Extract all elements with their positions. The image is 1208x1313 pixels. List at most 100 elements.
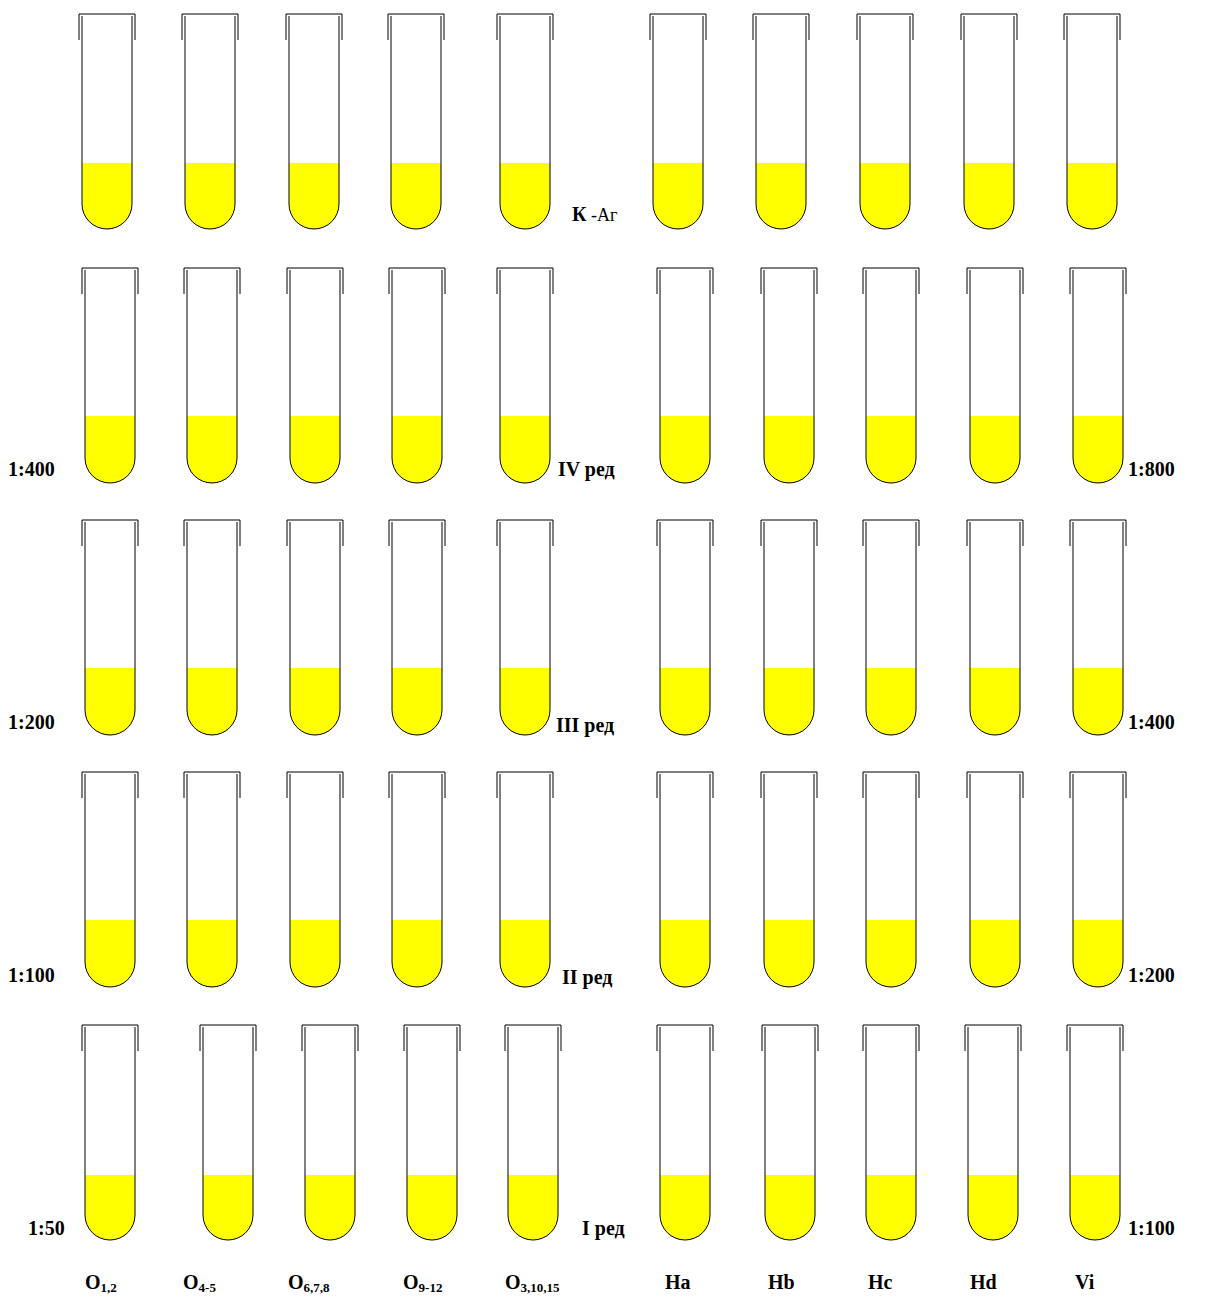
tube-outline [866, 774, 916, 987]
tube-outline [970, 774, 1020, 987]
antigen-mark: К [572, 204, 587, 224]
test-tube [505, 1025, 561, 1240]
tube-liquid [756, 163, 806, 229]
tube-outline [500, 270, 550, 483]
tube-liquid [1073, 416, 1123, 483]
test-tube [657, 268, 713, 483]
tube-rim [1070, 268, 1126, 294]
tube-rim [505, 1025, 561, 1051]
tube-outline [968, 1027, 1018, 1240]
tube-liquid [970, 668, 1020, 735]
tube-outline [860, 16, 910, 229]
test-tube [389, 268, 445, 483]
tube-outline [290, 774, 340, 987]
tube-liquid [508, 1175, 558, 1240]
test-tube [82, 520, 138, 735]
test-tube [497, 772, 553, 987]
tube-liquid [407, 1175, 457, 1240]
tube-liquid [500, 668, 550, 735]
tube-liquid [203, 1175, 253, 1240]
tube-liquid [866, 920, 916, 987]
tube-outline [970, 522, 1020, 735]
tube-liquid [860, 163, 910, 229]
test-tube [761, 268, 817, 483]
tube-rim [286, 14, 342, 40]
test-tube [286, 14, 342, 229]
tube-rim [863, 268, 919, 294]
row-label: III ред [556, 715, 614, 735]
test-tube [287, 268, 343, 483]
test-tube [657, 520, 713, 735]
test-tube [388, 14, 444, 229]
tube-rim [497, 520, 553, 546]
antigen-label: O4-5 [183, 1272, 216, 1294]
tube-rim [1067, 1025, 1123, 1051]
dilution-label: 1:200 [1128, 965, 1175, 985]
tube-liquid [290, 920, 340, 987]
tube-outline [764, 522, 814, 735]
tube-rim [1070, 772, 1126, 798]
tube-liquid [392, 920, 442, 987]
tube-liquid [85, 920, 135, 987]
test-tube [389, 772, 445, 987]
tube-outline [187, 270, 237, 483]
tube-liquid [764, 416, 814, 483]
tube-outline [964, 16, 1014, 229]
tube-rim [497, 772, 553, 798]
test-tube [184, 520, 240, 735]
tube-rim [965, 1025, 1021, 1051]
tube-rim [184, 520, 240, 546]
tube-liquid [500, 163, 550, 229]
tube-liquid [866, 416, 916, 483]
tube-rim [1070, 520, 1126, 546]
dilution-label: 1:100 [1128, 1218, 1175, 1238]
tube-outline [290, 522, 340, 735]
tube-outline [866, 1027, 916, 1240]
tube-outline [866, 270, 916, 483]
test-tube [857, 14, 913, 229]
tube-liquid [185, 163, 235, 229]
tube-rim [287, 772, 343, 798]
tube-outline [1070, 1027, 1120, 1240]
tube-rim [79, 14, 135, 40]
tube-rim [200, 1025, 256, 1051]
antigen-label: Ha [665, 1272, 691, 1292]
dilution-label: 1:800 [1128, 459, 1175, 479]
antigen-label: O1,2 [85, 1272, 117, 1294]
tube-rim [863, 772, 919, 798]
tube-outline [392, 522, 442, 735]
tube-rim [857, 14, 913, 40]
test-tube [1070, 520, 1126, 735]
test-tube [863, 268, 919, 483]
tube-rim [497, 14, 553, 40]
tube-rim [1064, 14, 1120, 40]
tube-outline [1067, 16, 1117, 229]
row-label: I ред [582, 1218, 625, 1238]
tube-liquid [85, 416, 135, 483]
tube-liquid [653, 163, 703, 229]
test-tube [761, 520, 817, 735]
tube-rim [657, 1025, 713, 1051]
tube-outline [765, 1027, 815, 1240]
tube-liquid [187, 416, 237, 483]
test-tube [657, 772, 713, 987]
test-tube [497, 520, 553, 735]
tube-outline [660, 522, 710, 735]
tube-liquid [1073, 920, 1123, 987]
tube-rim [761, 520, 817, 546]
tube-rim [650, 14, 706, 40]
tube-outline [392, 774, 442, 987]
dilution-label: 1:400 [1128, 712, 1175, 732]
antigen-label: O3,10,15 [505, 1272, 560, 1294]
tube-rim [761, 772, 817, 798]
tube-outline [392, 270, 442, 483]
tube-outline [203, 1027, 253, 1240]
tube-rim [388, 14, 444, 40]
test-tube [389, 520, 445, 735]
test-tube [82, 772, 138, 987]
test-tube [302, 1025, 358, 1240]
test-tube [761, 772, 817, 987]
tube-rim [82, 268, 138, 294]
test-tube [967, 268, 1023, 483]
